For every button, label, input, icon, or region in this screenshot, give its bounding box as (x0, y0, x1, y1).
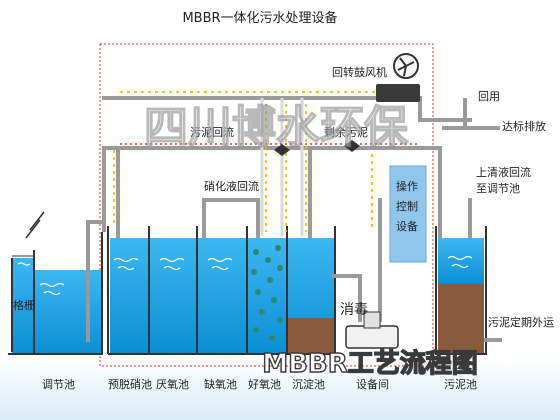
discharge-label: 达标排放 (502, 119, 546, 133)
supernatant-label-2: 至调节池 (476, 182, 520, 195)
sludge-tank (435, 226, 487, 355)
unit-label: 厌氧池 (156, 377, 189, 391)
watermark: 四川博水环保 (144, 102, 409, 153)
control-label-1: 操作 (396, 179, 418, 193)
sedimentation-tank (288, 238, 334, 354)
unit-label: 调节池 (42, 378, 75, 391)
diagram-caption: MBBR工艺流程图 (262, 349, 478, 379)
air-pipes (260, 98, 304, 236)
equipment-boundary (99, 43, 434, 367)
wave-icon (17, 255, 473, 296)
supernatant-label-1: 上清液回流 (476, 165, 531, 179)
mbbr-media (251, 245, 283, 341)
pipe-network (86, 96, 502, 342)
blower-label: 回转鼓风机 (332, 65, 387, 79)
excess-sludge-label: 剩余污泥 (324, 125, 368, 139)
floor-band (0, 360, 560, 420)
valve-icon (274, 144, 290, 156)
unit-label: 污泥池 (444, 378, 477, 391)
pre-denitrification-tank (110, 238, 148, 354)
sludge-out-label: 污泥定期外运 (488, 315, 554, 329)
anoxic-tank (198, 238, 246, 354)
regulating-tank (8, 211, 103, 355)
screen-label: 格栅 (13, 298, 35, 312)
valve-icon (344, 140, 360, 152)
unit-label: 缺氧池 (204, 377, 237, 391)
fan-icon (376, 53, 420, 102)
unit-label: 设备间 (356, 377, 389, 391)
aerobic-tank (248, 238, 286, 354)
control-box (389, 165, 427, 263)
sludge-return-label: 污泥回流 (190, 125, 234, 139)
arrow-icon (113, 91, 410, 232)
anaerobic-tank (150, 238, 196, 354)
disinfection-unit (345, 311, 399, 349)
unit-label: 预脱硝池 (108, 377, 152, 391)
unit-label: 好氧池 (248, 377, 281, 391)
nitrate-return-label: 硝化液回流 (204, 179, 259, 193)
unit-label: 沉淀池 (292, 377, 325, 391)
tank-walls (107, 226, 336, 355)
control-label-3: 设备 (396, 219, 418, 233)
control-label-2: 控制 (396, 199, 418, 213)
disinfection-label: 消毒 (340, 302, 368, 318)
diagram-title: MBBR一体化污水处理设备 (182, 10, 337, 26)
reuse-label: 回用 (478, 90, 500, 103)
